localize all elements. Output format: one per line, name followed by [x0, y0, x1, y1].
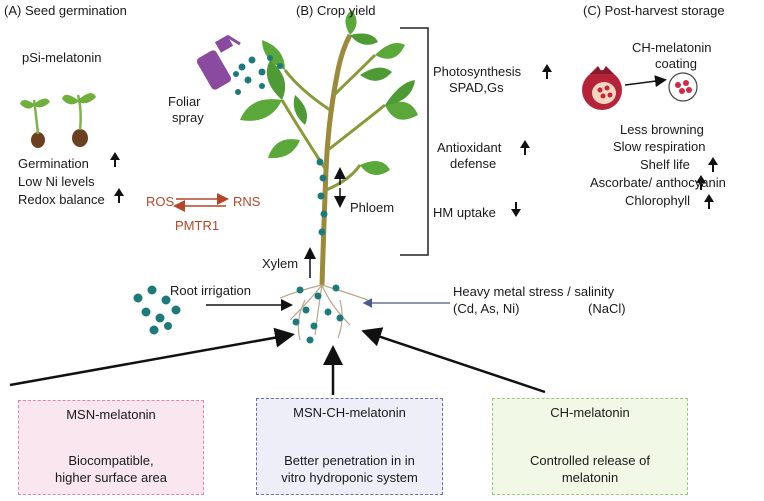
foliar-label-1: Foliar — [168, 94, 201, 109]
effect-respiration: Slow respiration — [613, 139, 706, 154]
carrier-desc: Biocompatible, higher surface area — [19, 452, 203, 486]
effect-chlorophyll: Chlorophyll — [625, 193, 691, 208]
pmtr1-label: PMTR1 — [175, 218, 220, 233]
carrier-box-ch: CH-melatonin Controlled release of melat… — [492, 398, 688, 495]
outcome-hm-uptake: HM uptake — [433, 205, 496, 220]
outcome-spad: SPAD,Gs — [449, 80, 504, 95]
effect-germination: Germination — [18, 156, 89, 171]
effect-ascorbate: Ascorbate/ anthocyanin — [590, 175, 726, 190]
rns-label: RNS — [233, 194, 261, 209]
ch-arrow — [361, 327, 546, 394]
outcome-photosynthesis: Photosynthesis — [433, 64, 522, 79]
melatonin-particles — [133, 55, 344, 344]
ros-label: ROS — [146, 194, 175, 209]
pomegranate-icon — [582, 66, 622, 110]
coating-label-1: CH-melatonin — [632, 40, 712, 55]
down-arrow-icon — [511, 202, 521, 217]
panel-a-heading: (A) Seed germination — [4, 3, 127, 18]
carrier-desc-line1: Better penetration in in — [284, 453, 415, 468]
root-irrigation-label: Root irrigation — [170, 283, 251, 298]
foliar-label-2: spray — [172, 110, 204, 125]
carrier-box-msn: MSN-melatonin Biocompatible, higher surf… — [18, 400, 204, 495]
roots-icon — [279, 284, 369, 341]
effect-browning: Less browning — [620, 122, 704, 137]
carrier-desc-line2: higher surface area — [54, 470, 167, 485]
panel-a-agent: pSi-melatonin — [22, 50, 102, 65]
carrier-desc: Better penetration in in vitro hydroponi… — [257, 452, 442, 486]
up-arrow-icon — [110, 64, 718, 209]
carrier-name: CH-melatonin — [550, 405, 630, 420]
seedling-icon — [20, 93, 96, 148]
carrier-desc-line2: melatonin — [561, 470, 619, 485]
phloem-label: Phloem — [350, 200, 395, 215]
stress-label: Heavy metal stress / salinity — [453, 284, 615, 299]
stress-metals: (Cd, As, Ni) — [453, 301, 520, 316]
carrier-desc: Controlled release of melatonin — [493, 452, 687, 486]
carrier-desc-line1: Biocompatible, — [68, 453, 154, 468]
outcomes-bracket — [400, 27, 429, 256]
carrier-desc-line1: Controlled release of — [530, 453, 650, 468]
xylem-label: Xylem — [262, 256, 299, 271]
plant-icon — [240, 10, 418, 286]
coating-label-2: coating — [655, 56, 697, 71]
msn-arrow — [9, 327, 295, 387]
outcome-antioxidant: Antioxidant — [437, 140, 502, 155]
spray-bottle-icon — [196, 34, 241, 90]
carrier-name: MSN-CH-melatonin — [293, 405, 406, 420]
carrier-box-msn-ch: MSN-CH-melatonin Better penetration in i… — [256, 398, 443, 495]
effect-shelf-life: Shelf life — [640, 157, 690, 172]
effect-low-ni: Low Ni levels — [18, 174, 95, 189]
carrier-name: MSN-melatonin — [66, 407, 156, 422]
effect-redox: Redox balance — [18, 192, 105, 207]
carrier-desc-line2: vitro hydroponic system — [281, 470, 418, 485]
panel-c-heading: (C) Post-harvest storage — [583, 3, 725, 18]
coating-arrow — [624, 75, 667, 88]
arils-dish-icon — [668, 72, 698, 102]
stress-salt: (NaCl) — [588, 301, 626, 316]
outcome-defense: defense — [450, 156, 497, 171]
panel-b-heading: (B) Crop yield — [296, 3, 376, 18]
